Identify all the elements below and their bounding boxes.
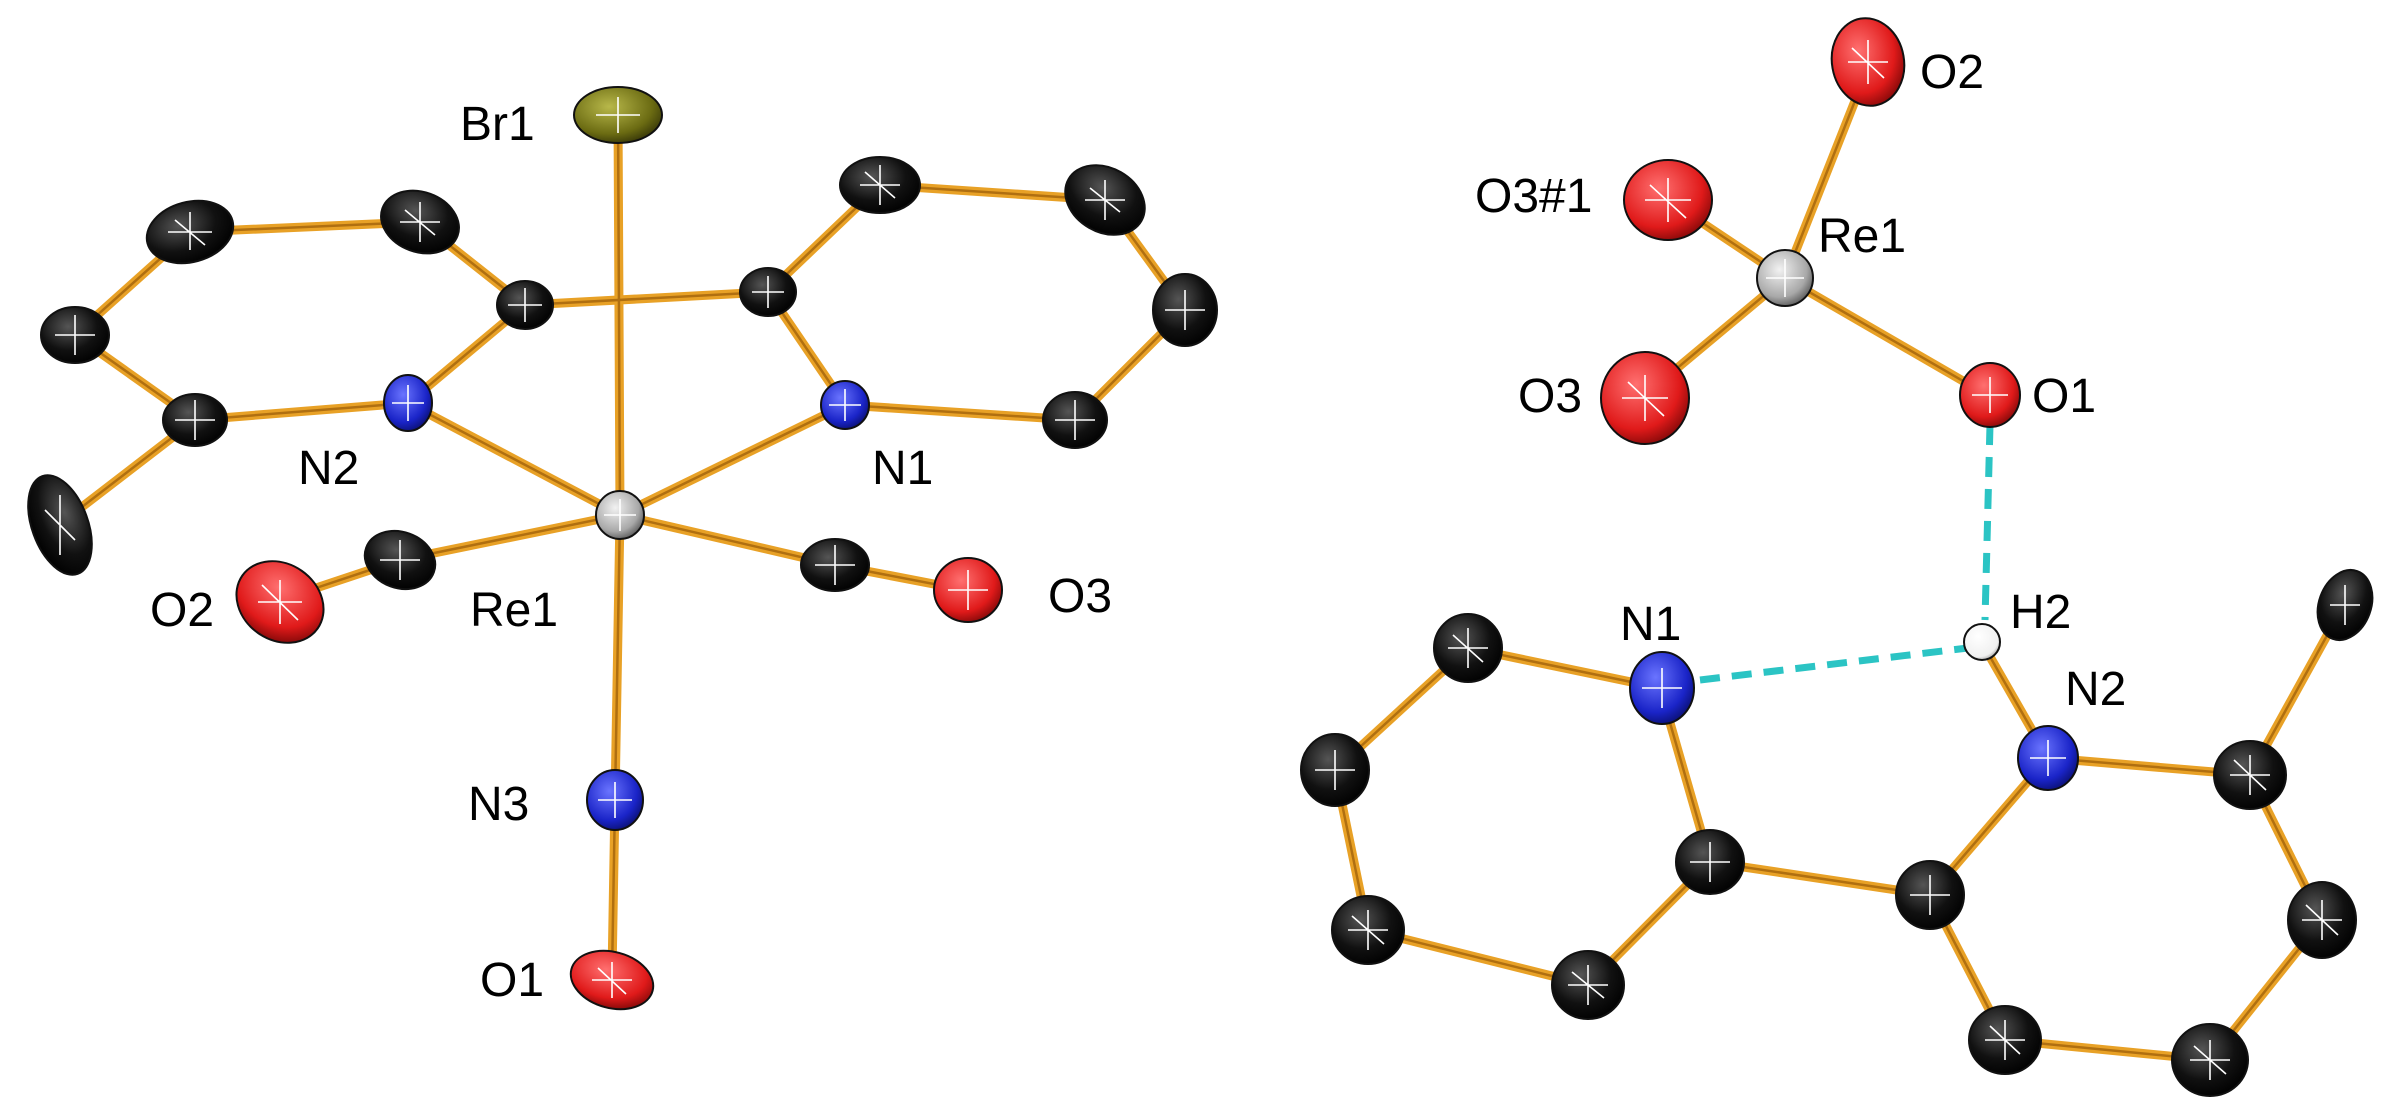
bromine-atom bbox=[573, 86, 663, 144]
label-o3-right: O3 bbox=[1518, 370, 1582, 423]
carbon-atom bbox=[2171, 1023, 2249, 1097]
rhenium-atom bbox=[595, 490, 645, 540]
nitrogen-atom bbox=[586, 769, 644, 831]
left-bonds bbox=[60, 110, 1190, 980]
label-h2-right: H2 bbox=[2010, 586, 2071, 639]
label-n3: N3 bbox=[468, 778, 529, 831]
carbon-atom bbox=[739, 267, 797, 317]
oxygen-atom bbox=[1623, 159, 1713, 241]
oxygen-atom bbox=[1830, 17, 1906, 107]
carbon-atom bbox=[2213, 740, 2287, 810]
nitrogen-atom bbox=[820, 380, 870, 430]
label-re1-right: Re1 bbox=[1818, 210, 1906, 263]
rhenium-atom bbox=[1756, 249, 1814, 307]
hydrogen-bond-n1-h2 bbox=[1699, 644, 1969, 684]
label-n2: N2 bbox=[298, 442, 359, 495]
carbon-atom bbox=[1895, 860, 1965, 930]
carbon-atom bbox=[1675, 829, 1745, 895]
left-complex-structure: Br1 N2 N1 O2 Re1 O3 N3 O1 bbox=[27, 86, 1218, 1011]
carbon-atom bbox=[1433, 613, 1503, 683]
carbon-atom bbox=[380, 189, 460, 255]
carbon-atom bbox=[1331, 895, 1405, 965]
carbon-atom bbox=[1042, 391, 1108, 449]
carbon-atom bbox=[27, 474, 93, 576]
hydrogen-atom bbox=[1963, 623, 2001, 661]
carbon-atom bbox=[162, 393, 228, 447]
carbon-atom bbox=[1064, 164, 1146, 236]
label-o2-right: O2 bbox=[1920, 46, 1984, 99]
left-atoms bbox=[27, 86, 1218, 1011]
carbon-atom bbox=[496, 280, 554, 330]
nitrogen-atom bbox=[2017, 725, 2079, 791]
label-o1-right: O1 bbox=[2032, 370, 2096, 423]
label-n2-right: N2 bbox=[2065, 663, 2126, 716]
left-atom-labels: Br1 N2 N1 O2 Re1 O3 N3 O1 bbox=[150, 98, 1112, 1007]
carbon-atom bbox=[40, 306, 110, 364]
carbon-atom bbox=[1551, 950, 1625, 1020]
label-o2: O2 bbox=[150, 584, 214, 637]
label-n1-right: N1 bbox=[1620, 598, 1681, 651]
oxygen-atom bbox=[569, 949, 655, 1011]
left-bond-cores bbox=[63, 113, 1187, 977]
carbon-atom bbox=[1152, 273, 1218, 347]
label-o3: O3 bbox=[1048, 570, 1112, 623]
carbon-atom bbox=[839, 156, 921, 214]
label-o3-1-right: O3#1 bbox=[1475, 170, 1592, 223]
nitrogen-atom bbox=[1629, 651, 1695, 725]
label-n1: N1 bbox=[872, 442, 933, 495]
oxygen-atom bbox=[933, 557, 1003, 623]
carbon-atom bbox=[1300, 733, 1370, 807]
carbon-atom bbox=[363, 529, 437, 591]
hydrogen-bonds bbox=[1699, 424, 1994, 684]
oxygen-atom bbox=[1600, 351, 1690, 445]
right-atoms bbox=[1300, 17, 2374, 1097]
carbon-atom bbox=[2316, 569, 2374, 641]
oxygen-atom bbox=[1959, 362, 2021, 428]
carbon-atom bbox=[1968, 1005, 2042, 1075]
right-atom-labels: O2 O3#1 Re1 O3 O1 H2 N1 N2 bbox=[1475, 46, 2126, 716]
carbon-atom bbox=[2287, 881, 2357, 959]
nitrogen-atom bbox=[383, 374, 433, 432]
label-re1: Re1 bbox=[470, 584, 558, 637]
hydrogen-bond-o1-h2 bbox=[1981, 424, 1994, 621]
right-structure: O2 O3#1 Re1 O3 O1 H2 N1 N2 bbox=[1300, 17, 2374, 1097]
carbon-atom bbox=[145, 199, 235, 265]
carbon-atom bbox=[800, 538, 870, 592]
label-o1: O1 bbox=[480, 954, 544, 1007]
label-br1: Br1 bbox=[460, 98, 535, 151]
oxygen-atom bbox=[235, 560, 325, 644]
